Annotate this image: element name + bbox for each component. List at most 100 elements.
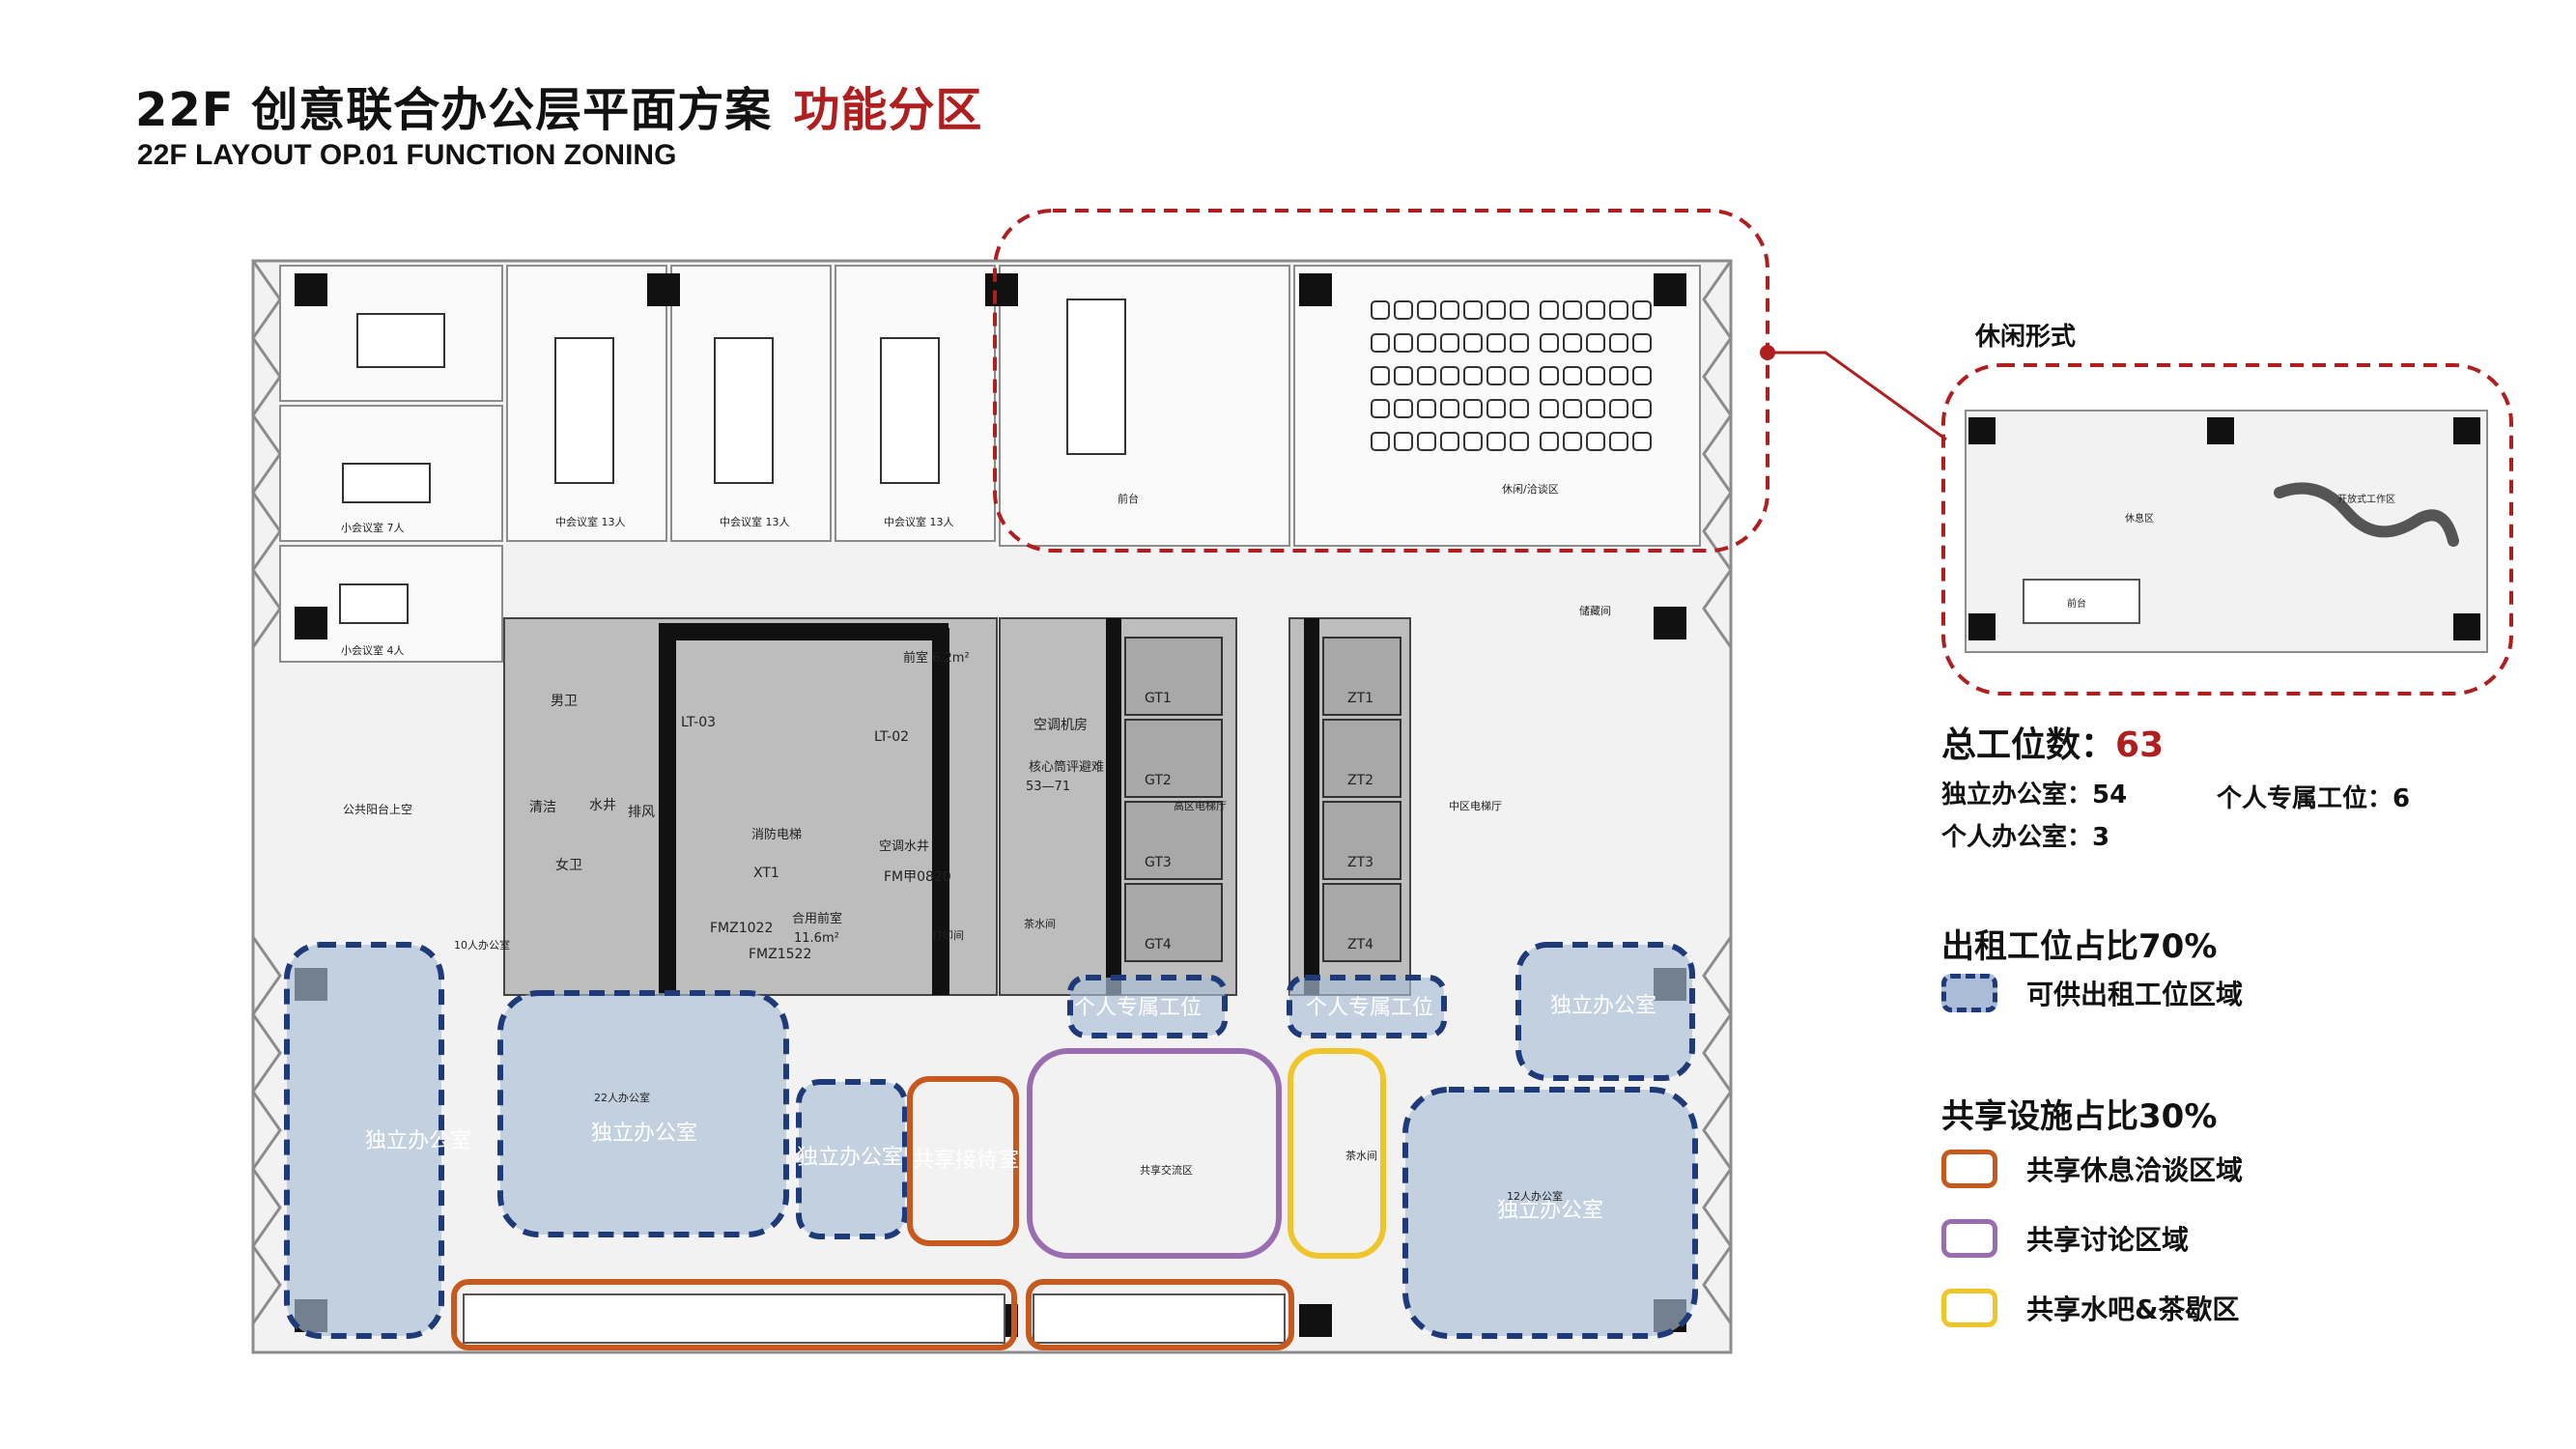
callout-dot <box>1760 345 1775 360</box>
label-people-12: 12人办公室 <box>1507 1189 1563 1203</box>
chair <box>1394 300 1413 320</box>
page-subtitle: 22F LAYOUT OP.01 FUNCTION ZONING <box>137 139 677 171</box>
inset-title: 休闲形式 <box>1975 323 2077 352</box>
label-combined-area: 11.6m² <box>794 931 839 946</box>
chair <box>1463 333 1483 353</box>
label-exhaust: 排风 <box>628 805 655 820</box>
chair <box>1463 366 1483 385</box>
zone-office-right-top <box>1515 942 1695 1081</box>
total-desks-label: 总工位数： <box>1941 725 2116 765</box>
label-fire-elevator: 消防电梯 <box>751 827 802 842</box>
label-gt3: GT3 <box>1145 855 1172 870</box>
rental-zones <box>284 942 1698 1339</box>
chair <box>1540 366 1559 385</box>
label-printer: 打印间 <box>932 928 964 942</box>
chair <box>1540 432 1559 451</box>
label-terrace: 公共阳台上空 <box>343 802 412 816</box>
chair <box>1371 333 1390 353</box>
chair <box>1540 333 1559 353</box>
chair <box>1394 432 1413 451</box>
label-personal-desk-2: 个人专属工位 <box>1306 996 1433 1020</box>
stat-personal-desk: 个人专属工位：6 <box>2217 784 2411 813</box>
label-core-evac-num: 53—71 <box>1026 780 1070 794</box>
chair <box>1563 432 1582 451</box>
chair <box>1632 333 1652 353</box>
chair <box>1417 399 1436 418</box>
chair <box>1440 399 1459 418</box>
zone-office-left <box>284 942 444 1339</box>
chair <box>1632 366 1652 385</box>
chair <box>1510 333 1529 353</box>
shared-lounge-zones <box>451 1076 1294 1350</box>
chair <box>1563 366 1582 385</box>
total-desks: 总工位数：63 <box>1941 717 2164 767</box>
label-personal-desk-1: 个人专属工位 <box>1074 996 1202 1020</box>
label-people-22: 22人办公室 <box>594 1091 650 1104</box>
inset-label-work: 开放式工作区 <box>2337 493 2395 505</box>
chair <box>1540 399 1559 418</box>
legend-rental-swatch <box>1941 974 1997 1012</box>
chair <box>1417 432 1436 451</box>
chair <box>1486 300 1506 320</box>
legend-discussion-swatch <box>1941 1219 1997 1258</box>
legend-shared-lounge: 共享休息洽谈区域 <box>1941 1150 2243 1188</box>
label-zt3: ZT3 <box>1347 855 1373 870</box>
shared-tea-zone <box>1288 1048 1386 1259</box>
label-tea-room: 茶水间 <box>1024 918 1056 930</box>
chair <box>1394 399 1413 418</box>
label-storage: 储藏间 <box>1579 604 1611 617</box>
chair <box>1586 300 1605 320</box>
chair <box>1371 399 1390 418</box>
chair <box>1510 300 1529 320</box>
chair <box>1609 333 1628 353</box>
chair <box>1440 333 1459 353</box>
bottom-seating-row <box>463 1293 1286 1344</box>
label-aircon-room: 空调机房 <box>1033 718 1088 733</box>
chair <box>1632 300 1652 320</box>
chair <box>1486 333 1506 353</box>
label-water-shaft: 水井 <box>589 798 616 813</box>
inset-label-desk: 前台 <box>2067 597 2086 610</box>
inset-plan <box>1941 363 2513 696</box>
chair <box>1586 399 1605 418</box>
meeting-tables <box>339 298 1126 624</box>
label-lt02: LT-02 <box>874 729 909 745</box>
elevator-cells <box>1124 637 1401 962</box>
label-elev-low: 高区电梯厅 <box>1174 799 1227 812</box>
zone-office-22 <box>497 990 789 1237</box>
label-office-22: 独立办公室 <box>591 1122 697 1146</box>
legend-tea-text: 共享水吧&茶歇区 <box>2026 1293 2240 1325</box>
chair <box>1417 366 1436 385</box>
chair <box>1586 333 1605 353</box>
chair <box>1609 399 1628 418</box>
label-meeting-13-b: 中会议室 13人 <box>720 515 790 528</box>
chair <box>1394 366 1413 385</box>
chair <box>1463 432 1483 451</box>
chair <box>1586 432 1605 451</box>
label-combined-room: 合用前室 <box>792 911 842 926</box>
label-zt1: ZT1 <box>1347 691 1373 706</box>
chair <box>1540 300 1559 320</box>
legend-tea-swatch <box>1941 1289 1997 1327</box>
chair <box>1417 300 1436 320</box>
inset-label-rest: 休息区 <box>2125 512 2154 525</box>
chair <box>1463 300 1483 320</box>
chair <box>1440 432 1459 451</box>
chair <box>1586 366 1605 385</box>
label-aircon-shaft: 空调水井 <box>879 839 929 854</box>
legend-shared-discussion: 共享讨论区域 <box>1941 1219 2189 1258</box>
label-meeting-7: 小会议室 7人 <box>341 521 405 534</box>
chair <box>1486 432 1506 451</box>
chair <box>1371 366 1390 385</box>
page-title-accent: 功能分区 <box>793 83 983 137</box>
label-office-left: 独立办公室 <box>365 1129 471 1153</box>
label-front-room: 前室 6.2m² <box>903 650 970 666</box>
label-meeting-13-a: 中会议室 13人 <box>555 515 626 528</box>
label-meeting-13-c: 中会议室 13人 <box>884 515 954 528</box>
chair <box>1510 399 1529 418</box>
total-desks-value: 63 <box>2115 725 2165 765</box>
chair <box>1417 333 1436 353</box>
label-xt1: XT1 <box>753 866 779 881</box>
zone-office-right-big <box>1402 1087 1698 1339</box>
